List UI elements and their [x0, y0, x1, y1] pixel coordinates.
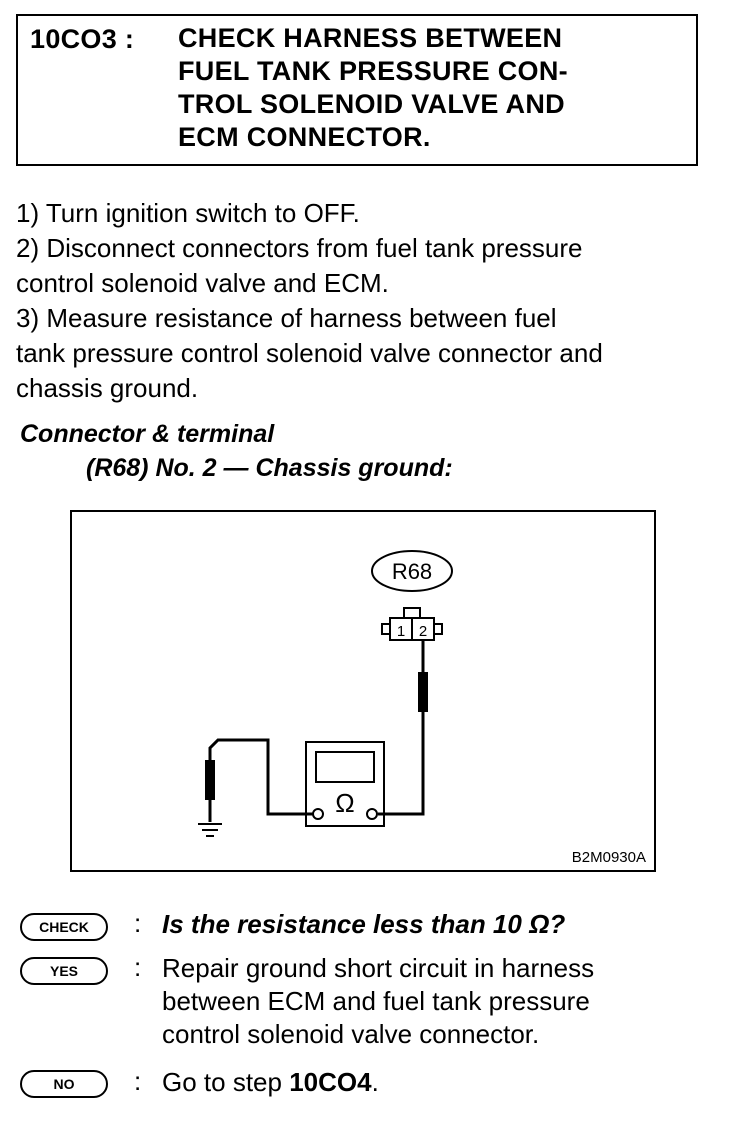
yes-text: Repair ground short circuit in harness b… — [162, 952, 707, 1051]
ohm-symbol: Ω — [335, 788, 354, 818]
yes-line: between ECM and fuel tank pressure — [162, 986, 590, 1016]
no-colon: : — [134, 1066, 142, 1096]
probe-right — [418, 672, 428, 712]
wiring-diagram: R68 1 2 Ω B2M0930A — [70, 510, 656, 872]
instruction-line: 2) Disconnect connectors from fuel tank … — [16, 233, 583, 263]
figure-code: B2M0930A — [571, 849, 646, 866]
lead-right — [378, 712, 425, 816]
yes-line: Repair ground short circuit in harness — [162, 953, 595, 983]
step-title-line: ECM CONNECTOR. — [178, 122, 431, 152]
no-suffix: . — [371, 1067, 379, 1097]
connector-spec: (R68) No. 2 — Chassis ground: — [86, 454, 453, 482]
no-step-ref: 10CO4 — [289, 1067, 372, 1097]
instructions: 1) Turn ignition switch to OFF. 2) Disco… — [16, 196, 706, 406]
instruction-line: 1) Turn ignition switch to OFF. — [16, 198, 360, 228]
connector-pin-2: 2 — [419, 623, 427, 640]
connector-label: R68 — [392, 559, 432, 584]
connector-label-oval — [371, 550, 453, 592]
step-title: CHECK HARNESS BETWEEN FUEL TANK PRESSURE… — [178, 22, 678, 154]
yes-colon: : — [134, 952, 142, 982]
lead-left — [208, 738, 313, 816]
step-title-line: TROL SOLENOID VALVE AND — [178, 89, 565, 119]
step-header-box: 10CO3 : CHECK HARNESS BETWEEN FUEL TANK … — [16, 14, 698, 166]
check-badge: CHECK — [20, 913, 108, 941]
step-title-line: CHECK HARNESS BETWEEN — [178, 23, 563, 53]
yes-badge: YES — [20, 957, 108, 985]
step-title-line: FUEL TANK PRESSURE CON- — [178, 56, 568, 86]
no-badge: NO — [20, 1070, 108, 1098]
connector-heading: Connector & terminal — [20, 420, 275, 448]
no-prefix: Go to step — [162, 1067, 290, 1097]
connector-pin-1: 1 — [397, 623, 405, 640]
yes-line: control solenoid valve connector. — [162, 1019, 540, 1049]
connector-latch — [403, 607, 421, 619]
probe-left — [205, 760, 215, 800]
check-question: Is the resistance less than 10 Ω? — [162, 909, 566, 939]
diagram-drawing: R68 1 2 Ω — [198, 550, 453, 837]
instruction-line: chassis ground. — [16, 373, 199, 403]
check-colon: : — [134, 908, 142, 938]
step-id: 10CO3 : — [30, 24, 135, 54]
no-text: Go to step 10CO4. — [162, 1066, 707, 1099]
ohmmeter — [305, 741, 385, 827]
instruction-line: control solenoid valve and ECM. — [16, 268, 389, 298]
instruction-line: 3) Measure resistance of harness between… — [16, 303, 557, 333]
instruction-line: tank pressure control solenoid valve con… — [16, 338, 603, 368]
